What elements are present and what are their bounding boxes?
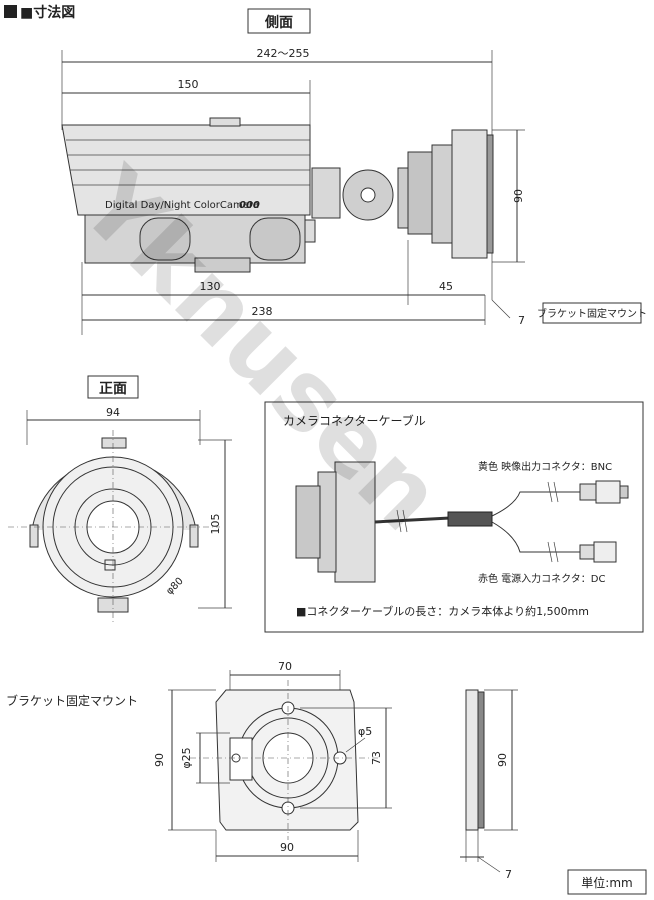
bracket-screw-dia-label: φ5 <box>358 725 372 738</box>
page-title: ■寸法図 <box>20 4 75 21</box>
bracket-joint <box>311 129 494 259</box>
power-connector-label: 赤色 電源入力コネクタ：DC <box>478 572 605 585</box>
front-diameter-label: φ80 <box>164 576 185 597</box>
front-width-label: 94 <box>106 406 120 419</box>
bracket-bottom-width-label: 90 <box>280 841 294 854</box>
bracket-hole-dia-label: φ25 <box>180 747 193 768</box>
cable-box-title: カメラコネクターケーブル <box>283 413 426 428</box>
lens-length-label: 130 <box>200 280 221 293</box>
side-view-header: 側面 <box>264 14 293 31</box>
front-view-header: 正面 <box>99 381 127 397</box>
camera-side-body <box>61 117 316 273</box>
cable-length-note: ■コネクターケーブルの長さ：カメラ本体より約1,500mm <box>296 604 589 618</box>
front-view-header-box <box>87 375 139 399</box>
overall-length-label: 242～255 <box>257 47 310 60</box>
bracket-side-thickness-label: 7 <box>505 868 512 881</box>
front-height-label: 105 <box>209 514 222 535</box>
dc-connector-icon <box>579 541 617 563</box>
unit-box <box>567 869 647 895</box>
bracket-mount-title: ブラケット固定マウント <box>6 693 138 708</box>
bracket-plate <box>215 689 359 831</box>
title-square-icon <box>4 5 17 18</box>
bracket-side-view <box>465 689 485 831</box>
bracket-top-width-label: 70 <box>278 660 292 673</box>
mount-depth-label: 45 <box>439 280 453 293</box>
cable-camera-body <box>295 461 376 583</box>
mount-label: ブラケット固定マウント <box>537 307 647 320</box>
camera-model-text: Digital Day/Night ColorCamera <box>105 200 259 211</box>
body-length-label: 150 <box>178 78 199 91</box>
bracket-side-height-label: 90 <box>496 753 509 767</box>
side-height-label: 90 <box>512 189 525 203</box>
bracket-hole-spacing-label: 73 <box>370 751 383 765</box>
bnc-connector-icon <box>579 480 629 504</box>
unit-label: 単位:mm <box>581 875 632 890</box>
side-view-header-box <box>247 8 311 34</box>
bracket-left-height-label: 90 <box>153 753 166 767</box>
total-length-label: 238 <box>252 305 273 318</box>
connector-cable <box>374 481 580 563</box>
camera-logo-text: 000 <box>239 200 260 211</box>
mount-thickness-label: 7 <box>518 314 525 327</box>
mount-label-box <box>542 302 642 324</box>
video-connector-label: 黄色 映像出力コネクタ：BNC <box>478 460 612 473</box>
